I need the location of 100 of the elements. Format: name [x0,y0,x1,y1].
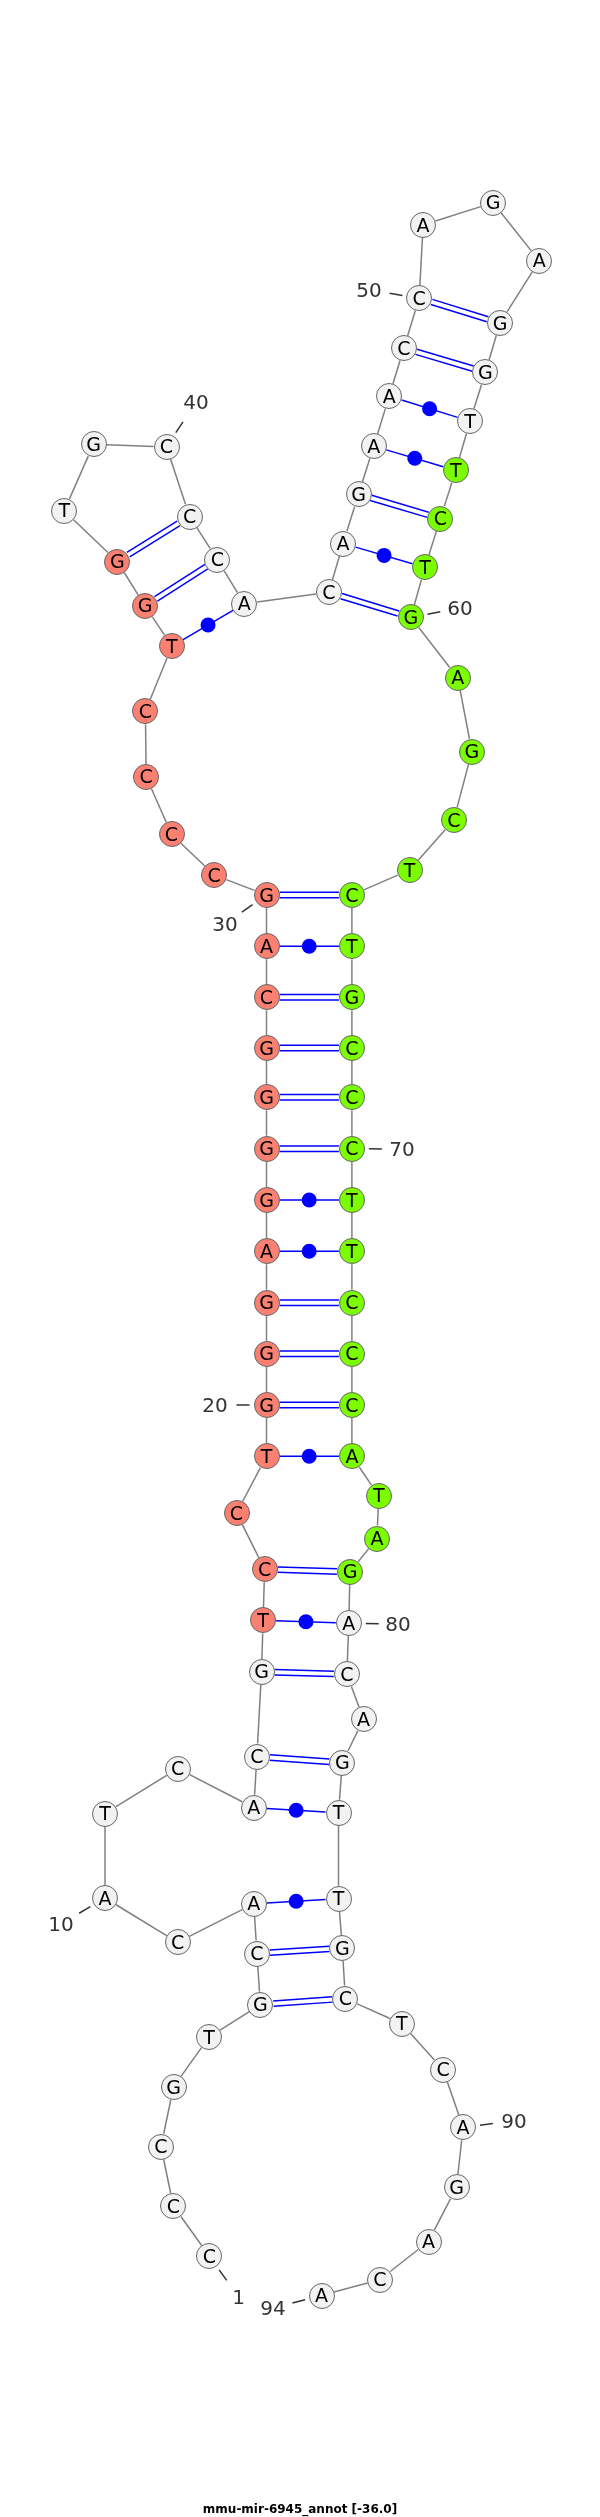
base-pair-line [266,1802,327,1818]
backbone-line [459,689,471,740]
backbone-line [72,519,109,554]
backbone-line [500,212,532,252]
backbone-line [346,505,356,532]
backbone-line [351,1314,353,1342]
backbone-line [347,1730,359,1752]
base-pair-line [278,1401,340,1409]
backbone-line [262,1581,265,1609]
base-pair-line [278,1145,340,1153]
backbone-line [265,1366,268,1393]
base-pair-line [400,399,459,419]
base-pair-line [385,449,445,468]
backbone-line [473,383,483,410]
backbone-line [162,2098,172,2135]
backbone-line [265,1314,268,1342]
backbone-line [434,205,482,222]
base-pair-line [272,1996,334,2008]
backbone-line [443,482,453,507]
backbone-line [419,237,424,286]
backbone-line [149,657,168,700]
backbone-line [456,763,470,809]
backbone-line [351,1366,353,1393]
backbone-line [253,1768,257,1796]
backbone-line [351,1009,353,1036]
base-pair-line [354,546,414,565]
backbone-line [356,2003,391,2020]
backbone-line [265,1161,268,1188]
backbone-line [265,1009,268,1036]
position-number: 20 [202,1395,228,1415]
position-number: 30 [212,914,238,934]
caption: mmu-mir-6945_annot [-36.0] [202,2501,398,2517]
base-pair-line [126,520,181,558]
position-number: 50 [356,280,382,300]
backbone-line [105,443,155,448]
backbone-line [358,1466,373,1486]
backbone-line [180,2215,203,2247]
backbone-line [348,1584,351,1611]
backbone-line [256,593,317,603]
base-pair-line [278,1044,340,1052]
backbone-line [169,458,187,505]
backbone-line [265,1212,268,1239]
backbone-line [351,907,353,934]
backbone-line [392,359,401,385]
backbone-line [331,555,341,581]
backbone-line [338,1911,343,1936]
base-pair-line [278,1192,340,1208]
backbone-line [333,2282,369,2293]
backbone-line [351,1161,353,1188]
backbone-line [256,1684,262,1745]
backbone-line [180,2046,203,2078]
backbone-line [350,1685,360,1708]
base-pair-line [278,938,340,954]
backbone-line [351,1060,353,1086]
backbone-line [357,1547,370,1563]
backbone-line [346,1635,350,1662]
backbone-line [409,2032,436,2061]
backbone-line [446,2081,460,2116]
backbone-line [265,907,268,934]
backbone-line [219,2010,251,2031]
backbone-line [104,1825,106,1886]
backbone-line [428,530,438,556]
position-number: 40 [183,392,209,412]
backbone-line [253,1916,257,1942]
position-number: 94 [260,2298,286,2318]
backbone-line [225,878,256,892]
backbone-line [68,455,89,500]
backbone-line [506,271,534,313]
base-pair-line [278,1243,340,1259]
backbone-line [351,958,353,986]
base-pair-line [268,1945,331,1957]
backbone-line [265,1060,268,1086]
base-pair-line [275,1614,337,1630]
backbone-line [413,579,423,606]
backbone-line [151,615,166,637]
base-pair-line [278,993,340,1001]
backbone-line [376,407,387,435]
backbone-line [361,457,371,483]
backbone-line [351,1263,353,1291]
base-pair-line [278,1299,340,1307]
backbone-line [265,1417,268,1444]
base-pair-line [278,1448,340,1464]
backbone-line [488,334,498,361]
base-pair-line [276,1566,338,1575]
backbone-line [265,1263,268,1291]
backbone-line [458,432,468,459]
backbone-line [265,958,268,986]
base-pair-line [153,563,209,602]
backbone-line [265,1109,268,1137]
base-pair-line [278,1350,340,1358]
backbone-line [338,1774,343,1801]
base-pair-line [278,1093,340,1101]
backbone-line [418,626,451,669]
backbone-line [144,723,147,765]
position-number: 1 [232,2287,245,2307]
backbone-line [162,2158,172,2194]
base-pair-line [278,891,340,899]
backbone-line [417,829,446,861]
base-pair-line [273,1668,335,1678]
position-number: 70 [389,1139,415,1159]
